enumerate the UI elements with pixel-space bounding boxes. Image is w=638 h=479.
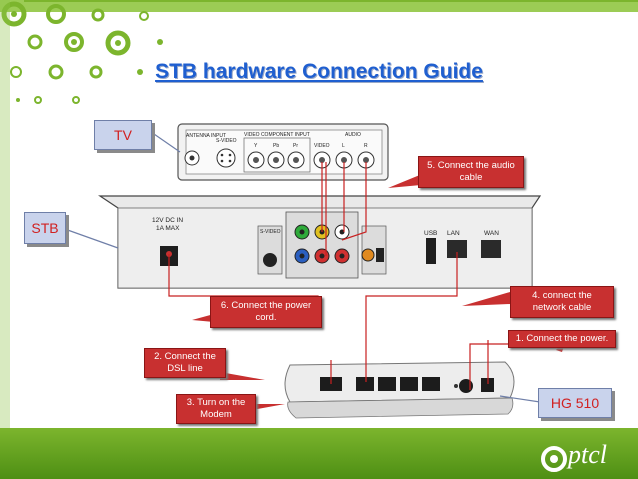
stb-usb-label: USB [424, 230, 437, 237]
stb-panel [98, 195, 542, 289]
tv-antenna-label: ANTENNA INPUT [186, 133, 226, 139]
tv-svideo-label: S-VIDEO [216, 138, 237, 144]
stb-max-label: 1A MAX [156, 225, 180, 232]
callout-dsl-line: 2. Connect the DSL line [144, 348, 226, 378]
hg510-label: HG 510 [538, 388, 612, 418]
tv-audio-r-label: R [364, 143, 368, 149]
stb-dc-in-label: 12V DC IN [152, 217, 183, 224]
ptcl-logo-text: ptcl [568, 440, 607, 469]
tv-audio-label: AUDIO [345, 132, 361, 138]
tv-panel [177, 123, 389, 181]
tv-label: TV [94, 120, 152, 150]
stb-svideo-label: S-VIDEO [260, 229, 281, 235]
stb-label: STB [24, 212, 66, 244]
tv-antenna-input-label: ANTENNA INPUT [186, 133, 226, 139]
page-title: STB hardware Connection Guide [155, 60, 483, 83]
footer-band [0, 428, 638, 479]
tv-audio-l-label: L [342, 143, 345, 149]
decorative-circles [0, 0, 638, 104]
callout-power-cord: 6. Connect the power cord. [210, 296, 322, 328]
tv-video-label: VIDEO [314, 143, 330, 149]
tv-pb-label: Pb [273, 143, 279, 149]
tv-component-input-label: VIDEO COMPONENT INPUT [244, 132, 310, 138]
stb-lan-label: LAN [447, 230, 460, 237]
modem [284, 361, 515, 419]
callout-turn-on-modem: 3. Turn on the Modem [176, 394, 256, 424]
callout-network-cable: 4. connect the network cable [510, 286, 614, 318]
callout-audio-cable: 5. Connect the audio cable [418, 156, 524, 188]
ptcl-logo [541, 446, 567, 472]
left-stripe [0, 0, 10, 430]
tv-pr-label: Pr [293, 143, 298, 149]
tv-y-label: Y [254, 143, 258, 149]
callout-connect-power: 1. Connect the power. [508, 330, 616, 348]
stb-wan-label: WAN [484, 230, 499, 237]
